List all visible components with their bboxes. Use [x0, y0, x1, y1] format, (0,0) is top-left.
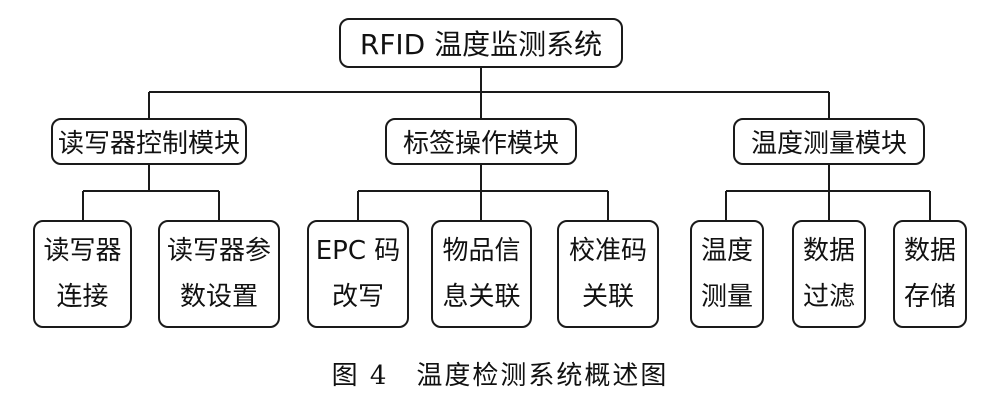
leaf-line: 温度: [700, 236, 753, 266]
leaf-node: 数据 过滤: [792, 220, 866, 328]
leaf-line: 校准码: [568, 236, 647, 266]
leaf-line: 关联: [581, 282, 634, 312]
leaf-node: 物品信 息关联: [431, 220, 532, 328]
leaf-line: 过滤: [802, 282, 855, 312]
figure-caption: 图 4 温度检测系统概述图: [331, 361, 669, 391]
leaf-node: 数据 存储: [893, 220, 967, 328]
leaf-node: EPC 码 改写: [307, 220, 409, 328]
leaf-node: 读写器参 数设置: [158, 220, 280, 328]
leaf-node: 校准码 关联: [557, 220, 659, 328]
module-node-reader-control: 读写器控制模块: [51, 118, 247, 165]
leaf-line: 息关联: [442, 282, 521, 312]
leaf-line: 测量: [700, 282, 753, 312]
leaf-line: 改写: [331, 282, 384, 312]
leaf-line: 读写器: [43, 236, 122, 266]
leaf-node: 读写器 连接: [33, 220, 132, 328]
leaf-line: 读写器参: [166, 236, 271, 266]
module-label: 读写器控制模块: [57, 129, 240, 159]
leaf-line: 数据: [802, 236, 855, 266]
module-label: 标签操作模块: [402, 129, 559, 159]
leaf-line: 连接: [56, 282, 109, 312]
leaf-line: 存储: [903, 282, 956, 312]
leaf-node: 温度 测量: [690, 220, 764, 328]
leaf-line: 数据: [903, 236, 956, 266]
leaf-line: EPC 码: [315, 236, 401, 266]
module-label: 温度测量模块: [750, 129, 907, 159]
root-label: RFID 温度监测系统: [359, 28, 603, 61]
root-node: RFID 温度监测系统: [339, 18, 623, 68]
module-node-temperature-measurement: 温度测量模块: [733, 118, 925, 165]
leaf-line: 物品信: [442, 236, 521, 266]
module-node-tag-operation: 标签操作模块: [385, 118, 577, 165]
leaf-line: 数设置: [179, 282, 258, 312]
